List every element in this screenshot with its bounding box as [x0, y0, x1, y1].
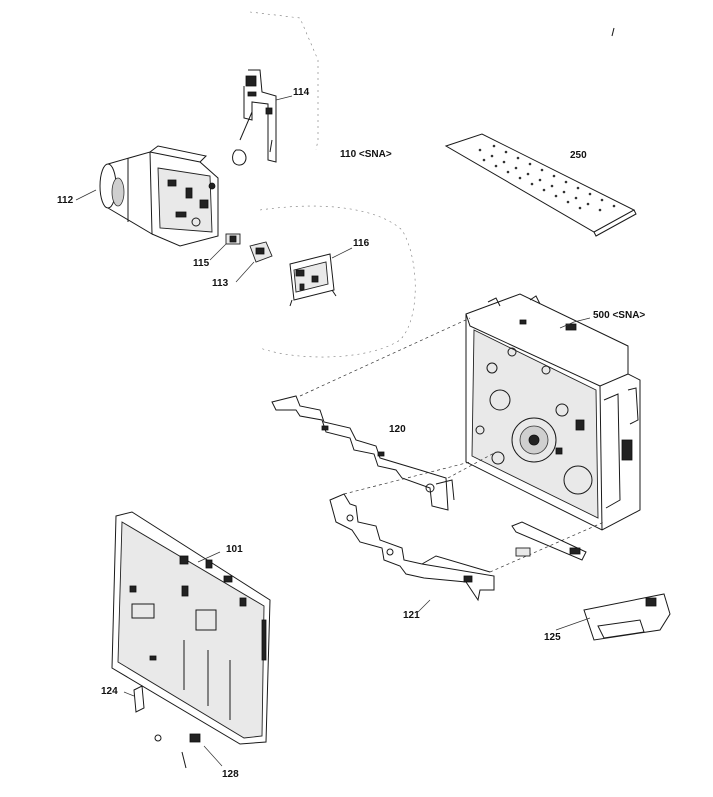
label-128: 128 [222, 769, 239, 780]
cover-plate-250 [444, 133, 637, 237]
label-116: 116 [353, 238, 370, 249]
stray-mark [611, 27, 615, 37]
label-112: 112 [57, 195, 74, 206]
bracket-114 [232, 69, 293, 166]
part-124 [123, 685, 145, 713]
part-128 [154, 733, 223, 769]
label-120: 120 [389, 424, 406, 435]
frame-120 [271, 317, 497, 511]
frame-121 [329, 461, 605, 613]
label-110: 110 <SNA> [340, 149, 392, 160]
label-101: 101 [226, 544, 243, 555]
label-500: 500 <SNA> [593, 310, 646, 321]
connector-125 [511, 521, 671, 641]
part-113 [235, 241, 273, 283]
label-125: 125 [544, 632, 561, 643]
label-124: 124 [101, 686, 118, 697]
mechanism-chassis-500 [465, 293, 641, 531]
part-116 [289, 247, 353, 307]
main-board-101 [111, 511, 271, 745]
label-113: 113 [212, 278, 229, 289]
label-115: 115 [193, 258, 210, 269]
label-250: 250 [570, 150, 587, 161]
part-115 [209, 233, 241, 261]
label-114: 114 [293, 87, 310, 98]
lens-assembly-112 [75, 145, 219, 247]
group-110-outline [249, 11, 416, 358]
label-121: 121 [403, 610, 420, 621]
